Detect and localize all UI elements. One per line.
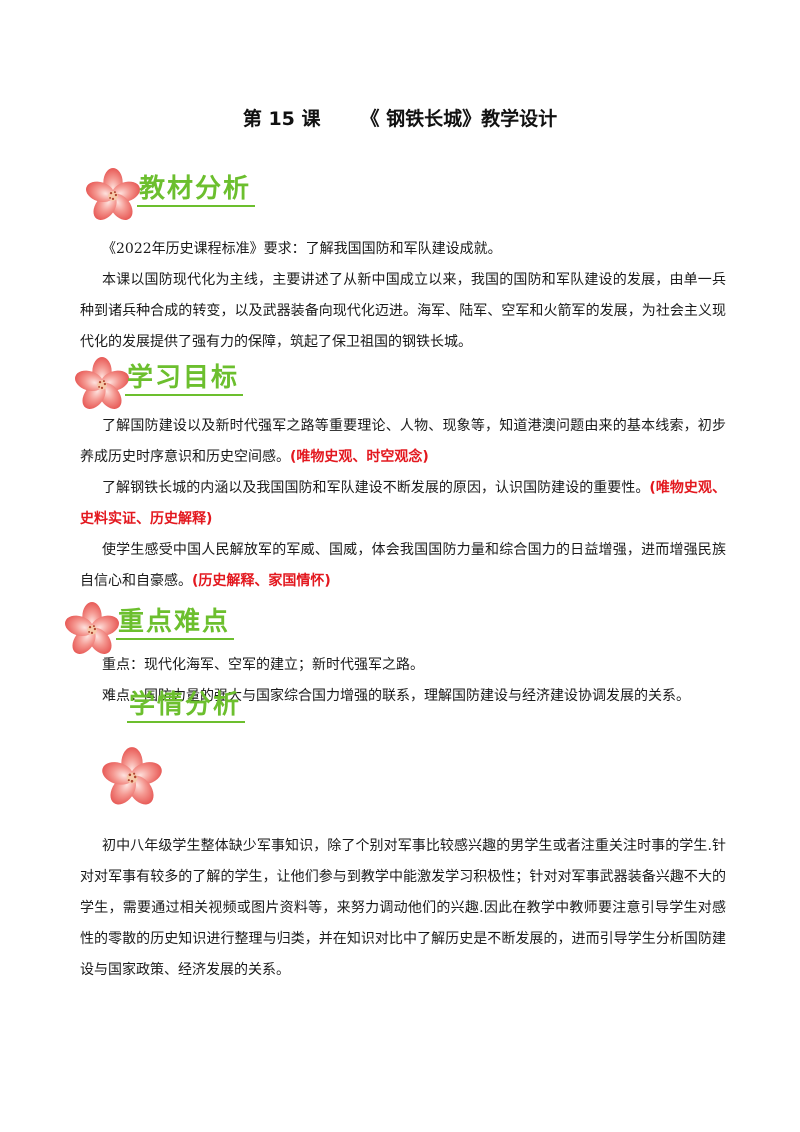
section-heading-key-points: 重点难点 bbox=[116, 607, 235, 640]
objective-3: 使学生感受中国人民解放军的军威、国威，体会我国国防力量和综合国力的日益增强，进而… bbox=[80, 535, 726, 597]
student-analysis-paragraph: 初中八年级学生整体缺少军事知识，除了个别对军事比较感兴趣的男学生或者注重关注时事… bbox=[80, 838, 726, 978]
key-point: 重点：现代化海军、空军的建立；新时代强军之路。 bbox=[102, 657, 424, 673]
materials-paragraph-2: 本课以国防现代化为主线，主要讲述了从新中国成立以来，我国的国防和军队建设的发展，… bbox=[80, 272, 726, 350]
objective-2-tag: (唯物史观、史料实证、历史解释) bbox=[80, 480, 727, 527]
section-heading-materials: 教材分析 bbox=[137, 174, 256, 207]
materials-paragraph-1: 《2022年历史课程标准》要求：了解我国国防和军队建设成就。 bbox=[102, 241, 502, 257]
section-heading-student-analysis: 学情分析 bbox=[127, 690, 246, 723]
lesson-name: 《 钢铁长城》教学设计 bbox=[360, 108, 558, 130]
flower-icon bbox=[100, 747, 164, 810]
objective-1: 了解国防建设以及新时代强军之路等重要理论、人物、现象等，知道港澳问题由来的基本线… bbox=[80, 411, 726, 473]
flower-icon bbox=[84, 167, 142, 225]
objective-1-tag: (唯物史观、时空观念) bbox=[290, 449, 429, 465]
objective-3-text: 使学生感受中国人民解放军的军威、国威，体会我国国防力量和综合国力的日益增强，进而… bbox=[80, 542, 726, 589]
objective-1-text: 了解国防建设以及新时代强军之路等重要理论、人物、现象等，知道港澳问题由来的基本线… bbox=[80, 418, 726, 465]
lesson-number: 第 15 课 bbox=[242, 108, 321, 130]
objective-3-tag: (历史解释、家国情怀) bbox=[192, 573, 331, 589]
difficult-point: 难点：国防力量的强大与国家综合国力增强的联系，理解国防建设与经济建设协调发展的关… bbox=[102, 688, 690, 704]
objective-2-text: 了解钢铁长城的内涵以及我国国防和军队建设不断发展的原因，认识国防建设的重要性。 bbox=[102, 480, 650, 496]
section-heading-objectives: 学习目标 bbox=[125, 363, 244, 396]
document-title: 第 15 课 《 钢铁长城》教学设计 bbox=[0, 104, 800, 131]
objective-2: 了解钢铁长城的内涵以及我国国防和军队建设不断发展的原因，认识国防建设的重要性。(… bbox=[80, 473, 726, 535]
flower-icon bbox=[73, 356, 131, 414]
